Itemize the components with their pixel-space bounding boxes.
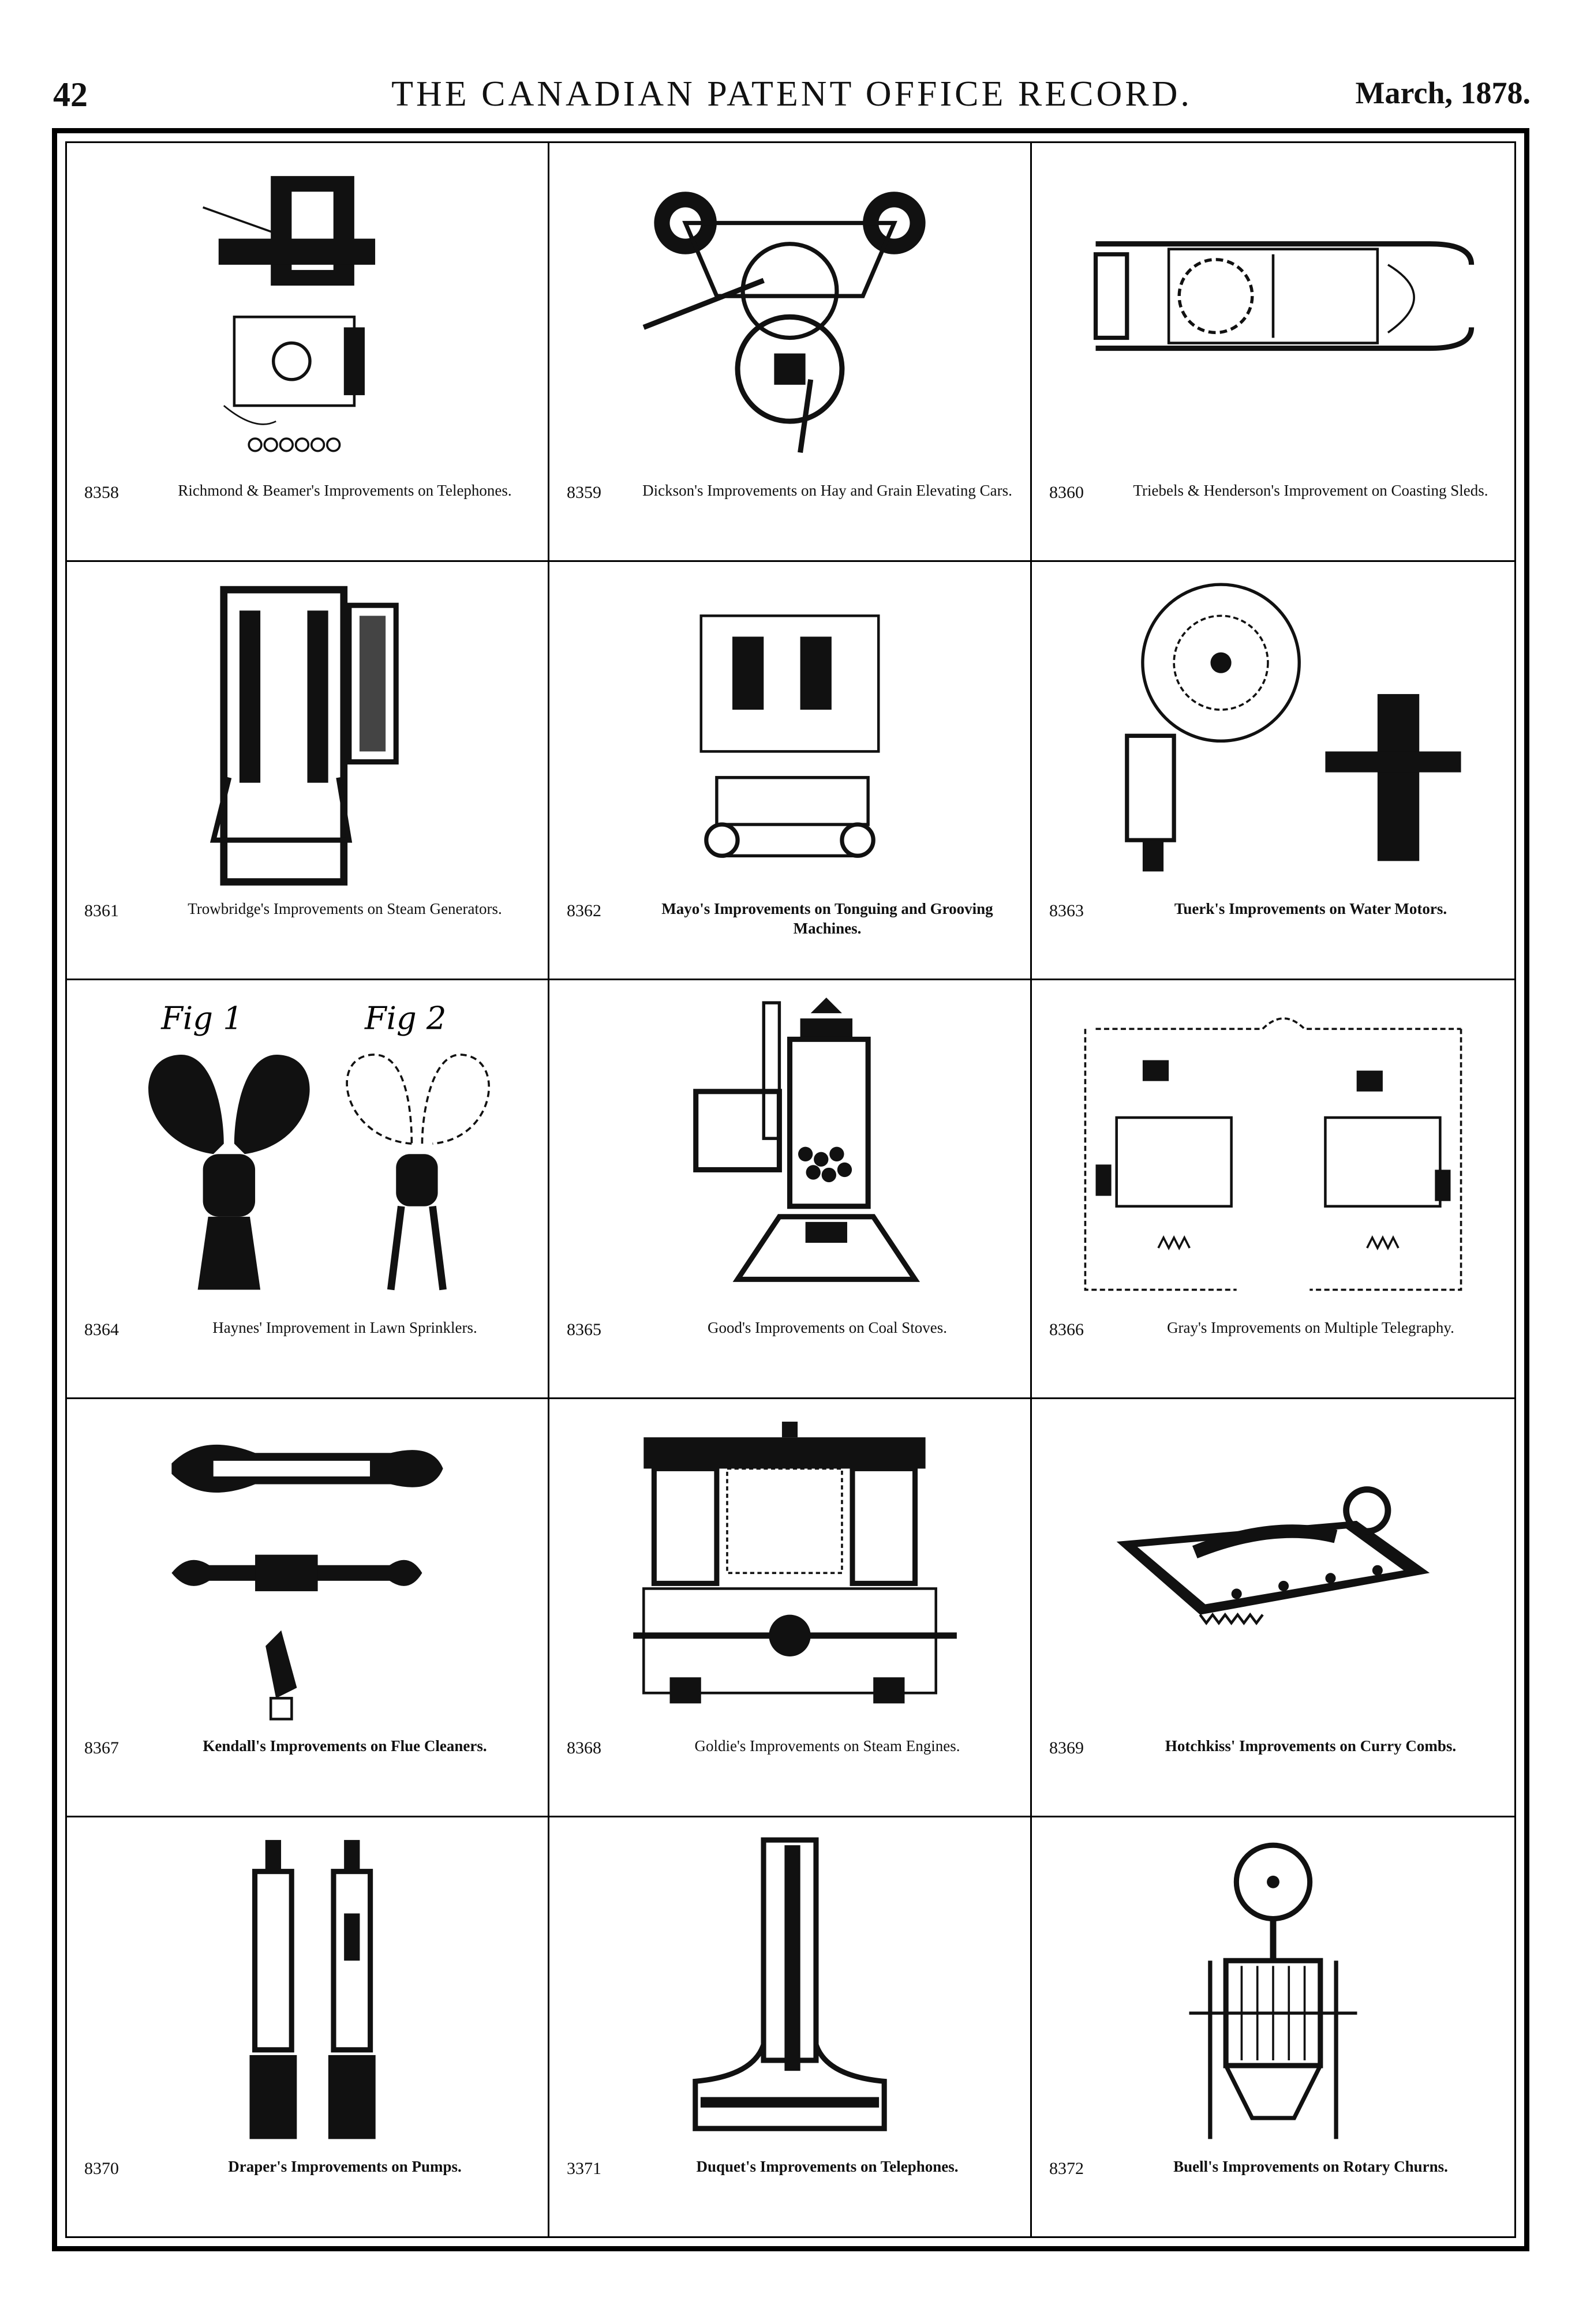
patent-caption: 8367 Kendall's Improvements on Flue Clea… xyxy=(84,1736,530,1800)
patent-cell-8358: 8358 Richmond & Beamer's Improvements on… xyxy=(67,143,549,562)
patent-title: Duquet's Improvements on Telephones. xyxy=(696,2157,959,2175)
patent-title: Hotchkiss' Improvements on Curry Combs. xyxy=(1165,1737,1457,1755)
water-motor-icon xyxy=(1055,579,1491,893)
patent-caption: 8370 Draper's Improvements on Pumps. xyxy=(84,2157,530,2220)
patent-title: Dickson's Improvements on Hay and Grain … xyxy=(642,481,1012,499)
flue-cleaner-icon xyxy=(90,1416,525,1730)
pump-icon xyxy=(90,1835,525,2150)
patent-number: 8361 xyxy=(84,901,119,921)
patent-caption: 8365 Good's Improvements on Coal Stoves. xyxy=(567,1318,1013,1381)
patent-number: 8365 xyxy=(567,1320,601,1339)
patent-title: Gray's Improvements on Multiple Telegrap… xyxy=(1167,1318,1454,1336)
patent-number: 8366 xyxy=(1049,1320,1084,1339)
patent-caption: 8368 Goldie's Improvements on Steam Engi… xyxy=(567,1736,1013,1800)
patent-title: Triebels & Henderson's Improvement on Co… xyxy=(1133,481,1488,499)
patent-number: 8359 xyxy=(567,482,601,502)
patent-cell-8360: 8360 Triebels & Henderson's Improvement … xyxy=(1032,143,1514,562)
curry-comb-icon xyxy=(1055,1416,1491,1730)
patent-cell-8370: 8370 Draper's Improvements on Pumps. xyxy=(67,1817,549,2236)
publication-title: THE CANADIAN PATENT OFFICE RECORD. xyxy=(391,74,1192,114)
patent-title: Tuerk's Improvements on Water Motors. xyxy=(1174,900,1447,918)
patent-caption: 8359 Dickson's Improvements on Hay and G… xyxy=(567,481,1013,544)
patent-cell-8363: 8363 Tuerk's Improvements on Water Motor… xyxy=(1032,562,1514,981)
steam-generator-icon xyxy=(90,579,525,893)
patent-cell-8359: 8359 Dickson's Improvements on Hay and G… xyxy=(549,143,1032,562)
patent-number: 8360 xyxy=(1049,482,1084,502)
patent-caption: 8361 Trowbridge's Improvements on Steam … xyxy=(84,899,530,962)
patent-cell-8362: 8362 Mayo's Improvements on Tonguing and… xyxy=(549,561,1032,981)
patent-cell-8364: Fig 1 Fig 2 8364 Hayne xyxy=(67,980,549,1399)
patent-cell-8366: 8366 Gray's Improvements on Multiple Tel… xyxy=(1032,980,1514,1399)
patent-cell-8365: 8365 Good's Improvements on Coal Stoves. xyxy=(549,980,1032,1399)
patent-number: 8372 xyxy=(1049,2158,1084,2178)
page-number: 42 xyxy=(53,76,88,114)
patent-caption: 8369 Hotchkiss' Improvements on Curry Co… xyxy=(1049,1736,1497,1800)
sled-icon xyxy=(1055,160,1491,474)
telegraph-circuit-icon xyxy=(1055,998,1491,1311)
patent-caption: 8360 Triebels & Henderson's Improvement … xyxy=(1049,481,1497,544)
patent-plate-frame: 8358 Richmond & Beamer's Improvements on… xyxy=(52,128,1529,2251)
patent-number: 8364 xyxy=(84,1320,119,1339)
patent-caption: 8364 Haynes' Improvement in Lawn Sprinkl… xyxy=(84,1318,530,1381)
patent-number: 8368 xyxy=(567,1738,601,1758)
telephone-receiver-icon xyxy=(573,1835,1007,2150)
figure-label-1: Fig 1 xyxy=(160,1000,242,1036)
elevating-car-icon xyxy=(573,160,1007,474)
rotary-churn-icon xyxy=(1055,1835,1491,2150)
patent-number: 8362 xyxy=(567,901,601,921)
patent-title: Buell's Improvements on Rotary Churns. xyxy=(1173,2157,1448,2175)
patent-number: 8367 xyxy=(84,1738,119,1758)
patent-title: Mayo's Improvements on Tonguing and Groo… xyxy=(661,900,993,938)
patent-caption: 3371 Duquet's Improvements on Telephones… xyxy=(567,2157,1013,2220)
patent-number: 3371 xyxy=(567,2158,601,2178)
telephone-apparatus-icon xyxy=(90,160,525,474)
lawn-sprinkler-icon: Fig 1 Fig 2 xyxy=(90,998,525,1311)
patent-caption: 8363 Tuerk's Improvements on Water Motor… xyxy=(1049,899,1497,962)
issue-date: March, 1878. xyxy=(1355,76,1531,110)
patent-caption: 8366 Gray's Improvements on Multiple Tel… xyxy=(1049,1318,1497,1381)
patent-number: 8369 xyxy=(1049,1738,1084,1758)
patent-number: 8363 xyxy=(1049,901,1084,921)
steam-engine-icon xyxy=(573,1416,1007,1730)
patent-grid-container: 8358 Richmond & Beamer's Improvements on… xyxy=(65,141,1516,2238)
patent-cell-3371: 3371 Duquet's Improvements on Telephones… xyxy=(549,1817,1032,2236)
patent-caption: 8372 Buell's Improvements on Rotary Chur… xyxy=(1049,2157,1497,2220)
patent-cell-8361: 8361 Trowbridge's Improvements on Steam … xyxy=(67,561,549,981)
patent-title: Haynes' Improvement in Lawn Sprinklers. xyxy=(212,1318,477,1336)
page-header: 42 THE CANADIAN PATENT OFFICE RECORD. Ma… xyxy=(53,68,1531,123)
patent-title: Goldie's Improvements on Steam Engines. xyxy=(694,1737,960,1755)
coal-stove-icon xyxy=(573,998,1007,1311)
grooving-machine-icon xyxy=(573,579,1007,893)
patent-title: Kendall's Improvements on Flue Cleaners. xyxy=(203,1737,487,1755)
patent-caption: 8362 Mayo's Improvements on Tonguing and… xyxy=(567,899,1013,962)
patent-cell-8368: 8368 Goldie's Improvements on Steam Engi… xyxy=(549,1399,1032,1818)
figure-label-2: Fig 2 xyxy=(364,1000,446,1036)
patent-number: 8358 xyxy=(84,482,119,502)
patent-title: Trowbridge's Improvements on Steam Gener… xyxy=(188,900,502,918)
patent-title: Good's Improvements on Coal Stoves. xyxy=(707,1318,948,1336)
patent-cell-8369: 8369 Hotchkiss' Improvements on Curry Co… xyxy=(1032,1399,1514,1818)
patent-title: Draper's Improvements on Pumps. xyxy=(228,2157,462,2175)
patent-cell-8367: 8367 Kendall's Improvements on Flue Clea… xyxy=(67,1399,549,1818)
patent-title: Richmond & Beamer's Improvements on Tele… xyxy=(178,481,512,499)
patent-number: 8370 xyxy=(84,2158,119,2178)
patent-cell-8372: 8372 Buell's Improvements on Rotary Chur… xyxy=(1032,1817,1514,2236)
patent-caption: 8358 Richmond & Beamer's Improvements on… xyxy=(84,481,530,544)
patent-grid: 8358 Richmond & Beamer's Improvements on… xyxy=(67,143,1514,2236)
